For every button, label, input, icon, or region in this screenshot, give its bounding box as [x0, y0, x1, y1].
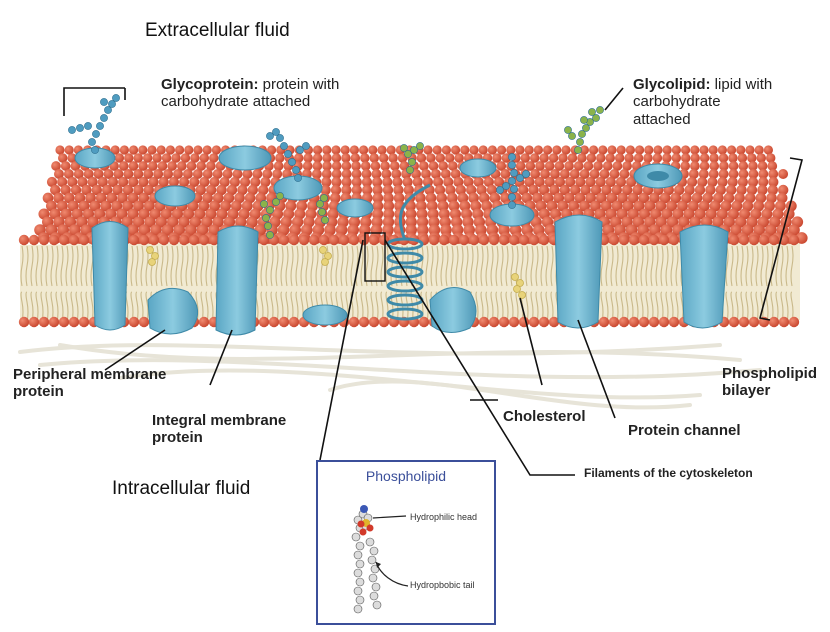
glycolipid-desc-3: attached [633, 111, 691, 128]
protein-top-4 [337, 199, 373, 217]
protein-channel-left [92, 222, 128, 331]
protein-peripheral [148, 288, 198, 334]
protein-top-5 [460, 159, 496, 177]
bilayer-line-2: bilayer [722, 382, 770, 399]
glycoprotein-desc: protein with [259, 76, 340, 93]
glycolipid-desc-2: carbohydrate [633, 93, 721, 110]
hydrophobic-tail-label: Hydropbobic tail [410, 580, 475, 590]
protein-integral [216, 226, 258, 335]
bilayer-line-1: Phospholipid [722, 365, 817, 382]
protein-bottom-center [430, 288, 476, 333]
hydrophilic-head-label: Hydrophilic head [410, 512, 477, 522]
protein-top-2 [219, 146, 271, 170]
peripheral-line-1: Peripheral membrane [13, 366, 166, 383]
integral-line-2: protein [152, 429, 203, 446]
glycoprotein-term: Glycoprotein: [161, 76, 259, 93]
phospholipid-inset: Phospholipid Hydrophilic head Hydropbobi [316, 460, 496, 625]
integral-protein-label: Integral membrane protein [152, 412, 286, 447]
protein-channel-right [555, 215, 602, 328]
extracellular-label: Extracellular fluid [145, 20, 290, 42]
peripheral-protein-label: Peripheral membrane protein [13, 366, 166, 401]
integral-line-1: Integral membrane [152, 412, 286, 429]
peripheral-line-2: protein [13, 383, 64, 400]
protein-bottom-2 [303, 305, 347, 325]
glycolipid-label: Glycolipid: lipid with carbohydrate atta… [633, 76, 772, 128]
intracellular-label: Intracellular fluid [112, 478, 250, 500]
protein-top-8 [155, 186, 195, 206]
glycoprotein-desc-2: carbohydrate attached [161, 93, 310, 110]
phospholipid-bilayer-label: Phospholipid bilayer [722, 365, 817, 400]
protein-channel-label: Protein channel [628, 422, 741, 439]
glycolipid-desc: lipid with [711, 76, 773, 93]
glycolipid-term: Glycolipid: [633, 76, 711, 93]
glycoprotein-label: Glycoprotein: protein with carbohydrate … [161, 76, 339, 111]
protein-far-right [680, 225, 728, 328]
cholesterol-label: Cholesterol [503, 408, 586, 425]
filaments-label: Filaments of the cytoskeleton [584, 467, 753, 481]
phospholipid-molecule [318, 462, 494, 623]
